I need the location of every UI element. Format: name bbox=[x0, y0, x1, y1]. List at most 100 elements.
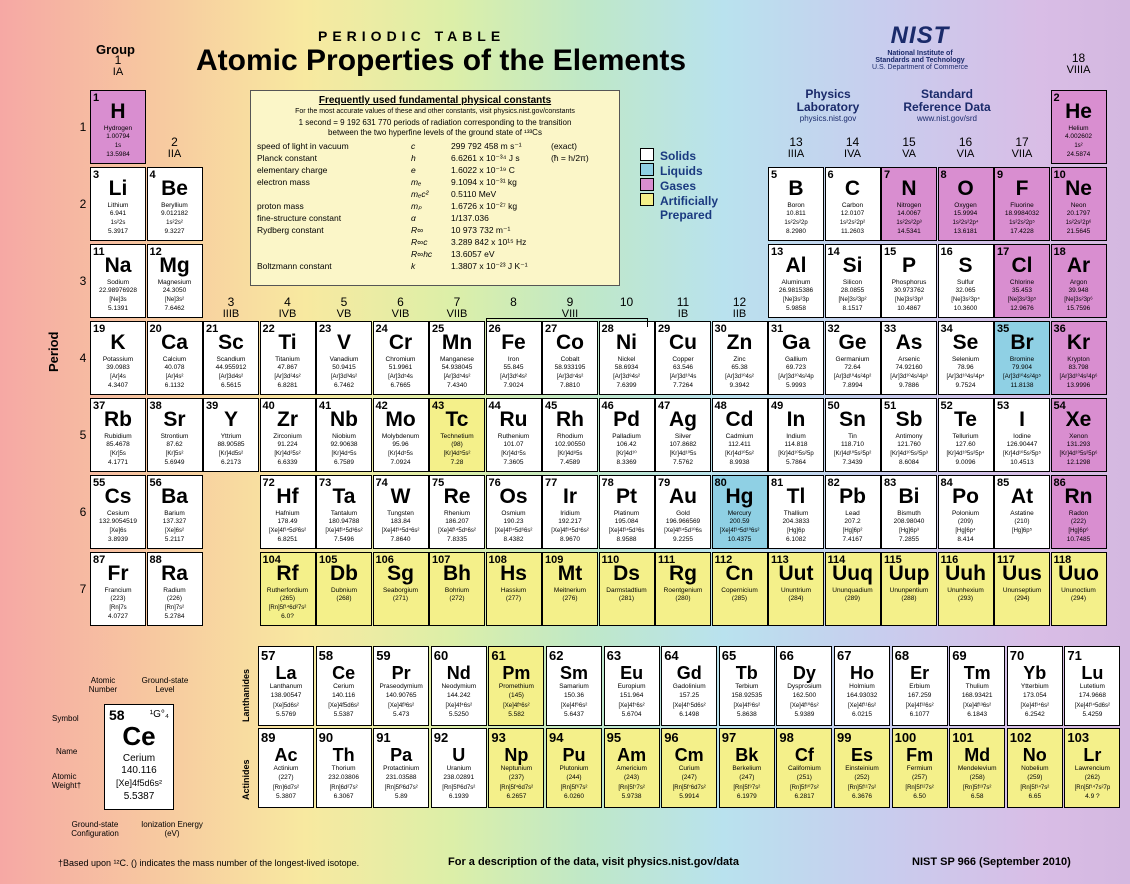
element-cell-ti[interactable]: 22TiTitanium47.867[Ar]3d²4s²6.8281 bbox=[259, 321, 316, 395]
element-cell-sm[interactable]: 62SmSamarium150.36[Xe]4f⁶6s²5.6437 bbox=[546, 646, 602, 726]
element-cell-ac[interactable]: 89AcActinium(227)[Rn]6d7s²5.3807 bbox=[258, 728, 314, 808]
element-cell-i[interactable]: 53IIodine126.90447[Kr]4d¹⁰5s²5p⁵10.4513 bbox=[994, 398, 1050, 472]
element-cell-pd[interactable]: 46PdPalladium106.42[Kr]4d¹⁰8.3369 bbox=[598, 398, 655, 472]
element-cell-bh[interactable]: 107BhBohrium(272) bbox=[429, 552, 485, 626]
element-cell-fe[interactable]: 26FeIron55.845[Ar]3d⁶4s²7.9024 bbox=[485, 321, 542, 395]
element-cell-li[interactable]: 3LiLithium6.9411s²2s5.3917 bbox=[90, 167, 146, 241]
element-cell-uup[interactable]: 115UupUnunpentium(288) bbox=[881, 552, 937, 626]
element-cell-f[interactable]: 9FFluorine18.99840321s²2s²2p⁵17.4228 bbox=[994, 167, 1050, 241]
element-cell-hs[interactable]: 108HsHassium(277) bbox=[485, 552, 542, 626]
element-cell-la[interactable]: 57LaLanthanum138.90547[Xe]5d6s²5.5769 bbox=[258, 646, 314, 726]
element-cell-cf[interactable]: 98CfCalifornium(251)[Rn]5f¹⁰7s²6.2817 bbox=[776, 728, 833, 808]
element-cell-no[interactable]: 102NoNobelium(259)[Rn]5f¹⁴7s²6.65 bbox=[1006, 728, 1063, 808]
element-cell-es[interactable]: 99EsEinsteinium(252)[Rn]5f¹¹7s²6.3676 bbox=[834, 728, 890, 808]
element-cell-mg[interactable]: 12MgMagnesium24.3050[Ne]3s²7.6462 bbox=[146, 244, 203, 318]
element-cell-ni[interactable]: 28NiNickel58.6934[Ar]3d⁸4s²7.6399 bbox=[598, 321, 655, 395]
element-cell-bi[interactable]: 83BiBismuth208.98040[Hg]6p³7.2855 bbox=[881, 475, 937, 549]
element-cell-k[interactable]: 19KPotassium39.0983[Ar]4s4.3407 bbox=[90, 321, 146, 395]
element-cell-sn[interactable]: 50SnTin118.710[Kr]4d¹⁰5s²5p²7.3439 bbox=[824, 398, 881, 472]
element-cell-ga[interactable]: 31GaGallium69.723[Ar]3d¹⁰4s²4p5.9993 bbox=[768, 321, 824, 395]
element-cell-ne[interactable]: 10NeNeon20.17971s²2s²2p⁶21.5645 bbox=[1050, 167, 1107, 241]
element-cell-c[interactable]: 6CCarbon12.01071s²2s²2p²11.2603 bbox=[824, 167, 881, 241]
element-cell-uuh[interactable]: 116UuhUnunhexium(293) bbox=[937, 552, 994, 626]
element-cell-pu[interactable]: 94PuPlutonium(244)[Rn]5f⁶7s²6.0260 bbox=[546, 728, 602, 808]
element-cell-s[interactable]: 16SSulfur32.065[Ne]3s²3p⁴10.3600 bbox=[937, 244, 994, 318]
element-cell-ru[interactable]: 44RuRuthenium101.07[Kr]4d⁷5s7.3605 bbox=[485, 398, 542, 472]
element-cell-ta[interactable]: 73TaTantalum180.94788[Xe]4f¹⁴5d³6s²7.549… bbox=[316, 475, 372, 549]
element-cell-re[interactable]: 75ReRhenium186.207[Xe]4f¹⁴5d⁵6s²7.8335 bbox=[429, 475, 485, 549]
element-cell-au[interactable]: 79AuGold196.966569[Xe]4f¹⁴5d¹⁰6s9.2255 bbox=[655, 475, 711, 549]
element-cell-fr[interactable]: 87FrFrancium(223)[Rn]7s4.0727 bbox=[90, 552, 146, 626]
element-cell-pb[interactable]: 82PbLead207.2[Hg]6p²7.4167 bbox=[824, 475, 881, 549]
element-cell-md[interactable]: 101MdMendelevium(258)[Rn]5f¹³7s²6.58 bbox=[949, 728, 1006, 808]
element-cell-mo[interactable]: 42MoMolybdenum95.96[Kr]4d⁵5s7.0924 bbox=[372, 398, 429, 472]
element-cell-ir[interactable]: 77IrIridium192.217[Xe]4f¹⁴5d⁷6s²8.9670 bbox=[542, 475, 598, 549]
element-cell-cr[interactable]: 24CrChromium51.9961[Ar]3d⁵4s6.7665 bbox=[372, 321, 429, 395]
element-cell-o[interactable]: 8OOxygen15.99941s²2s²2p⁴13.6181 bbox=[937, 167, 994, 241]
element-cell-ar[interactable]: 18ArArgon39.948[Ne]3s²3p⁶15.7596 bbox=[1050, 244, 1107, 318]
element-cell-ds[interactable]: 110DsDarmstadtium(281) bbox=[598, 552, 655, 626]
element-cell-ho[interactable]: 67HoHolmium164.93032[Xe]4f¹¹6s²6.0215 bbox=[834, 646, 890, 726]
element-cell-sr[interactable]: 38SrStrontium87.62[Kr]5s²5.6949 bbox=[146, 398, 203, 472]
element-cell-cd[interactable]: 48CdCadmium112.411[Kr]4d¹⁰5s²8.9938 bbox=[711, 398, 768, 472]
element-cell-nb[interactable]: 41NbNiobium92.90638[Kr]4d⁴5s6.7589 bbox=[316, 398, 372, 472]
element-cell-yb[interactable]: 70YbYtterbium173.054[Xe]4f¹⁴6s²6.2542 bbox=[1006, 646, 1063, 726]
element-cell-np[interactable]: 93NpNeptunium(237)[Rn]5f⁴6d7s²6.2657 bbox=[488, 728, 545, 808]
element-cell-uut[interactable]: 113UutUnuntrium(284) bbox=[768, 552, 824, 626]
element-cell-si[interactable]: 14SiSilicon28.0855[Ne]3s²3p²8.1517 bbox=[824, 244, 881, 318]
element-cell-y[interactable]: 39YYttrium88.90585[Kr]4d5s²6.2173 bbox=[203, 398, 259, 472]
element-cell-b[interactable]: 5BBoron10.8111s²2s²2p8.2980 bbox=[768, 167, 824, 241]
element-cell-in[interactable]: 49InIndium114.818[Kr]4d¹⁰5s²5p5.7864 bbox=[768, 398, 824, 472]
element-cell-u[interactable]: 92UUranium238.02891[Rn]5f³6d7s²6.1939 bbox=[430, 728, 487, 808]
element-cell-ag[interactable]: 47AgSilver107.8682[Kr]4d¹⁰5s7.5762 bbox=[655, 398, 711, 472]
element-cell-sb[interactable]: 51SbAntimony121.760[Kr]4d¹⁰5s²5p³8.6084 bbox=[881, 398, 937, 472]
element-cell-gd[interactable]: 64GdGadolinium157.25[Xe]4f⁷5d6s²6.1498 bbox=[661, 646, 718, 726]
element-cell-bk[interactable]: 97BkBerkelium(247)[Rn]5f⁹7s²6.1979 bbox=[718, 728, 775, 808]
element-cell-os[interactable]: 76OsOsmium190.23[Xe]4f¹⁴5d⁶6s²8.4382 bbox=[485, 475, 542, 549]
element-cell-na[interactable]: 11NaSodium22.98976928[Ne]3s5.1391 bbox=[90, 244, 146, 318]
element-cell-as[interactable]: 33AsArsenic74.92160[Ar]3d¹⁰4s²4p³9.7886 bbox=[881, 321, 937, 395]
element-cell-cn[interactable]: 112CnCopernicium(285) bbox=[711, 552, 768, 626]
element-cell-n[interactable]: 7NNitrogen14.00671s²2s²2p³14.5341 bbox=[881, 167, 937, 241]
element-cell-mn[interactable]: 25MnManganese54.938045[Ar]3d⁵4s²7.4340 bbox=[429, 321, 485, 395]
element-cell-zn[interactable]: 30ZnZinc65.38[Ar]3d¹⁰4s²9.3942 bbox=[711, 321, 768, 395]
element-cell-tc[interactable]: 43TcTechnetium(98)[Kr]4d⁵5s²7.28 bbox=[429, 398, 485, 472]
element-cell-ce[interactable]: 58CeCerium140.116[Xe]4f5d6s²5.5387 bbox=[315, 646, 372, 726]
element-cell-w[interactable]: 74WTungsten183.84[Xe]4f¹⁴5d⁴6s²7.8640 bbox=[372, 475, 429, 549]
element-cell-co[interactable]: 27CoCobalt58.933195[Ar]3d⁷4s²7.8810 bbox=[542, 321, 598, 395]
element-cell-cl[interactable]: 17ClChlorine35.453[Ne]3s²3p⁵12.9676 bbox=[994, 244, 1050, 318]
element-cell-v[interactable]: 23VVanadium50.9415[Ar]3d³4s²6.7462 bbox=[316, 321, 372, 395]
element-cell-ba[interactable]: 56BaBarium137.327[Xe]6s²5.2117 bbox=[146, 475, 203, 549]
element-cell-hf[interactable]: 72HfHafnium178.49[Xe]4f¹⁴5d²6s²6.8251 bbox=[259, 475, 316, 549]
element-cell-nd[interactable]: 60NdNeodymium144.242[Xe]4f⁴6s²5.5250 bbox=[430, 646, 487, 726]
element-cell-rf[interactable]: 104RfRutherfordium(265)[Rn]5f¹⁴6d²7s²6.0… bbox=[259, 552, 316, 626]
element-cell-se[interactable]: 34SeSelenium78.96[Ar]3d¹⁰4s²4p⁴9.7524 bbox=[937, 321, 994, 395]
element-cell-rg[interactable]: 111RgRoentgenium(280) bbox=[655, 552, 711, 626]
element-cell-tb[interactable]: 65TbTerbium158.92535[Xe]4f⁹6s²5.8638 bbox=[718, 646, 775, 726]
element-cell-at[interactable]: 85AtAstatine(210)[Hg]6p⁵ bbox=[994, 475, 1050, 549]
element-cell-sc[interactable]: 21ScScandium44.955912[Ar]3d4s²6.5615 bbox=[203, 321, 259, 395]
element-cell-pr[interactable]: 59PrPraseodymium140.90765[Xe]4f³6s²5.473 bbox=[373, 646, 430, 726]
element-cell-rb[interactable]: 37RbRubidium85.4678[Kr]5s4.1771 bbox=[90, 398, 146, 472]
element-cell-tm[interactable]: 69TmThulium168.93421[Xe]4f¹³6s²6.1843 bbox=[949, 646, 1006, 726]
element-cell-ra[interactable]: 88RaRadium(226)[Rn]7s²5.2784 bbox=[146, 552, 203, 626]
element-cell-uus[interactable]: 117UusUnunseptium(294) bbox=[994, 552, 1050, 626]
element-cell-zr[interactable]: 40ZrZirconium91.224[Kr]4d²5s²6.6339 bbox=[259, 398, 316, 472]
element-cell-eu[interactable]: 63EuEuropium151.964[Xe]4f⁷6s²5.6704 bbox=[603, 646, 660, 726]
element-cell-ca[interactable]: 20CaCalcium40.078[Ar]4s²6.1132 bbox=[146, 321, 203, 395]
element-cell-he[interactable]: 2HeHelium4.0026021s²24.5874 bbox=[1050, 90, 1107, 164]
element-cell-uuq[interactable]: 114UuqUnunquadium(289) bbox=[824, 552, 881, 626]
element-cell-xe[interactable]: 54XeXenon131.293[Kr]4d¹⁰5s²5p⁶12.1298 bbox=[1050, 398, 1107, 472]
element-cell-db[interactable]: 105DbDubnium(268) bbox=[316, 552, 372, 626]
element-cell-pt[interactable]: 78PtPlatinum195.084[Xe]4f¹⁴5d⁹6s8.9588 bbox=[598, 475, 655, 549]
element-cell-er[interactable]: 68ErErbium167.259[Xe]4f¹²6s²6.1077 bbox=[891, 646, 948, 726]
element-cell-rh[interactable]: 45RhRhodium102.90550[Kr]4d⁸5s7.4589 bbox=[542, 398, 598, 472]
element-cell-cs[interactable]: 55CsCesium132.9054519[Xe]6s3.8939 bbox=[90, 475, 146, 549]
element-cell-cu[interactable]: 29CuCopper63.546[Ar]3d¹⁰4s7.7264 bbox=[655, 321, 711, 395]
element-cell-tl[interactable]: 81TlThallium204.3833[Hg]6p6.1082 bbox=[768, 475, 824, 549]
element-cell-uuo[interactable]: 118UuoUnunoctium(294) bbox=[1050, 552, 1107, 626]
element-cell-kr[interactable]: 36KrKrypton83.798[Ar]3d¹⁰4s²4p⁶13.9996 bbox=[1050, 321, 1107, 395]
element-cell-br[interactable]: 35BrBromine79.904[Ar]3d¹⁰4s²4p⁵11.8138 bbox=[994, 321, 1050, 395]
element-cell-fm[interactable]: 100FmFermium(257)[Rn]5f¹²7s²6.50 bbox=[891, 728, 948, 808]
element-cell-ge[interactable]: 32GeGermanium72.64[Ar]3d¹⁰4s²4p²7.8994 bbox=[824, 321, 881, 395]
